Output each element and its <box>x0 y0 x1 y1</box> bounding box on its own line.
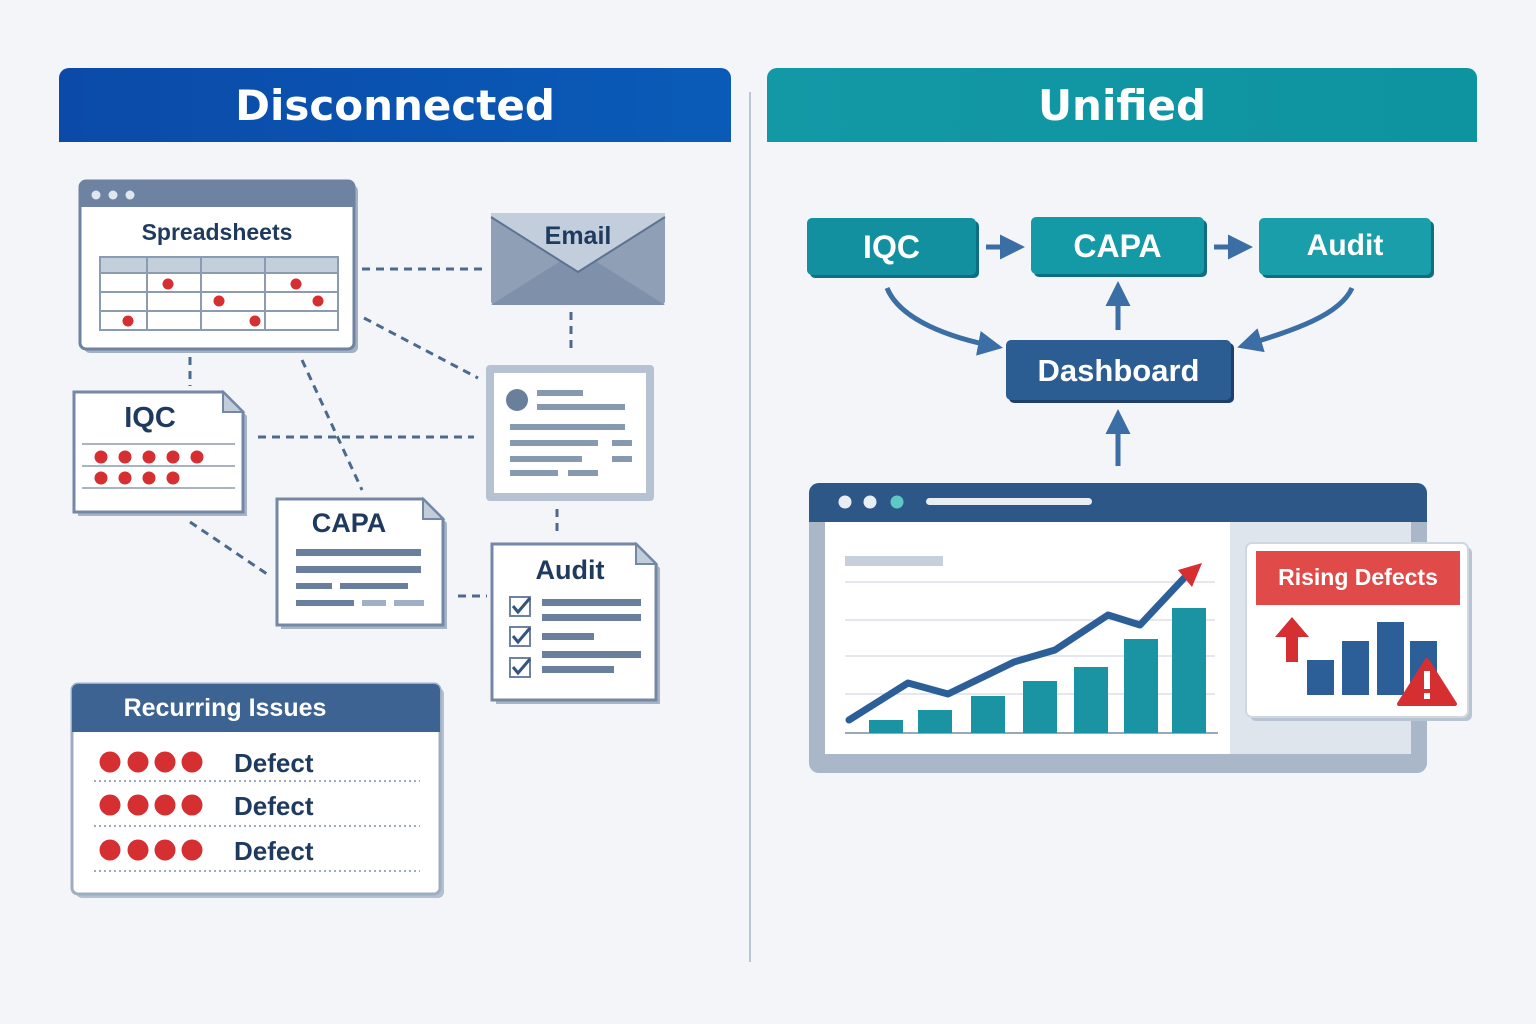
trend-bar <box>918 710 952 733</box>
trend-bars <box>869 608 1206 733</box>
trend-line <box>845 573 1189 724</box>
alert-bar <box>1377 622 1404 695</box>
browser-address-bar <box>926 498 1092 505</box>
rising-defects-label: Rising Defects <box>1278 564 1438 590</box>
trend-bar <box>869 720 903 733</box>
recurring-row-label-3: Defect <box>234 836 314 866</box>
audit-checkbox-icon-3 <box>509 657 532 678</box>
email-label: Email <box>544 222 612 250</box>
avatar-icon <box>506 389 528 411</box>
trend-bar <box>1074 667 1108 733</box>
recurring-row-label-2: Defect <box>234 791 314 821</box>
audit-doc-label: Audit <box>535 555 605 585</box>
trend-bar <box>971 696 1005 733</box>
recurring-issues-panel <box>70 682 444 898</box>
unified-title: Unified <box>1037 80 1207 130</box>
flow-boxes <box>807 217 1434 403</box>
capa-document <box>275 496 447 629</box>
recurring-row-label-1: Defect <box>234 748 314 778</box>
disconnected-banner: Disconnected <box>59 68 731 142</box>
trend-bar <box>1124 639 1158 733</box>
audit-document <box>490 541 660 704</box>
dashed-connectors <box>188 267 573 598</box>
browser-dots-icon <box>838 495 904 509</box>
arrow-iqc-to-dashboard <box>884 286 1003 356</box>
spreadsheet-error-dots <box>122 278 324 327</box>
trend-arrow-head-icon <box>1178 563 1202 587</box>
connector-sheet-form <box>363 316 479 380</box>
iqc-document <box>72 389 247 516</box>
email-envelope-icon <box>490 213 666 305</box>
unified-banner: Unified <box>767 68 1477 142</box>
rising-arrow-icon <box>1275 617 1309 662</box>
flow-iqc-label: IQC <box>863 229 920 265</box>
center-divider <box>749 92 751 962</box>
form-document <box>486 365 654 501</box>
connector-iqc-capa <box>189 520 271 578</box>
recurring-defect-dots <box>99 751 203 861</box>
flow-box-capa <box>1031 217 1204 274</box>
dashboard-box <box>1006 340 1231 400</box>
flow-arrows <box>884 234 1355 466</box>
window-dots-icon <box>91 190 135 200</box>
arrow-audit-to-dashboard <box>1237 286 1355 353</box>
flow-audit-label: Audit <box>1306 229 1384 262</box>
spreadsheet-grid <box>99 256 339 331</box>
iqc-doc-label: IQC <box>124 402 176 434</box>
rising-defects-card <box>1245 542 1472 721</box>
audit-checkbox-icon-1 <box>509 596 532 617</box>
dashboard-label: Dashboard <box>1037 353 1200 388</box>
alert-bar <box>1307 660 1334 695</box>
flow-box-iqc <box>807 218 976 275</box>
trend-bar <box>1023 681 1057 733</box>
flow-capa-label: CAPA <box>1073 228 1162 264</box>
disconnected-title: Disconnected <box>235 80 555 130</box>
connector-sheet-capa <box>300 359 364 491</box>
spreadsheets-window <box>78 179 358 353</box>
trend-bar <box>1172 608 1206 733</box>
audit-checkbox-icon-2 <box>509 626 532 647</box>
warning-icon <box>1397 658 1457 706</box>
spreadsheets-label: Spreadsheets <box>141 219 293 245</box>
alert-bar <box>1342 641 1369 695</box>
flow-box-audit <box>1259 218 1431 275</box>
iqc-defect-dots <box>94 450 204 485</box>
capa-doc-label: CAPA <box>311 508 387 538</box>
recurring-issues-title: Recurring Issues <box>123 694 327 722</box>
